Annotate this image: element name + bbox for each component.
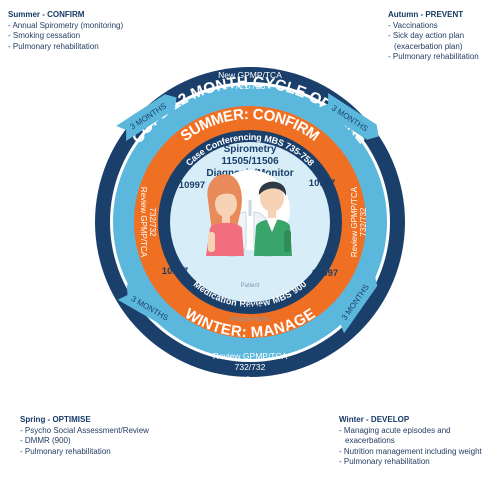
summer-note-item: - Pulmonary rehabilitation — [8, 41, 99, 51]
spring-label: SPRING: MAINTAIN — [29, 157, 63, 288]
autumn-note-item: - Vaccinations — [388, 20, 438, 30]
orange-top-line1: New GPMP/TCA — [218, 70, 282, 80]
winter-notes-title: Winter - DEVELOP — [339, 415, 410, 424]
orange-bottom-line2: 732/732 — [235, 362, 266, 372]
autumn-note-item: (exacerbation plan) — [394, 41, 463, 51]
autumn-note-item: - Pulmonary rehabilitation — [388, 52, 479, 61]
orange-left-line1: Review GPMP/TCA — [139, 187, 148, 258]
spring-notes-title: Spring - OPTIMISE — [20, 415, 91, 424]
autumn-note-item: - Sick day action plan — [388, 31, 465, 40]
code-label: 10997 — [312, 268, 338, 279]
spring-notes: Spring - OPTIMISE - Psycho Social Assess… — [20, 415, 149, 457]
orange-right-line2: 732/732 — [359, 207, 368, 236]
autumn-notes-title: Autumn - PREVENT — [388, 10, 464, 19]
spirometry-label: Spirometry — [224, 144, 277, 155]
autumn-label: AUTUMN: PREVENTION — [428, 144, 471, 301]
spring-note-item: - Psycho Social Assessment/Review — [20, 425, 149, 435]
winter-note-item: - Managing acute episodes and — [339, 425, 451, 435]
winter-notes: Winter - DEVELOP - Managing acute episod… — [339, 415, 482, 468]
winter-note-item: - Nutrition management including weight — [339, 446, 482, 456]
code-label: 10997 — [237, 303, 263, 314]
general-practitioner-label: General Practitioner — [221, 376, 280, 383]
patient-label: Patient — [241, 283, 260, 289]
summer-notes-title: Summer - CONFIRM — [8, 10, 85, 19]
summer-note-item: - Smoking cessation — [8, 31, 81, 40]
autumn-notes: Autumn - PREVENT - Vaccinations - Sick d… — [388, 10, 479, 63]
summer-notes: Summer - CONFIRM - Annual Spirometry (mo… — [8, 10, 123, 52]
orange-top-line2: 721/723 — [235, 81, 266, 91]
code-label: 10997 — [162, 266, 188, 277]
practice-nurse-label: Practice Nurse — [230, 317, 270, 323]
man-figure — [254, 181, 292, 256]
woman-figure — [206, 174, 244, 256]
winter-note-item: - Pulmonary rehabilitation — [339, 457, 430, 466]
winter-note-item: exacerbations — [345, 436, 395, 445]
orange-right-line1: Review GPMP/TCA — [350, 186, 359, 257]
spring-note-item: - Pulmonary rehabilitation — [20, 446, 111, 456]
spring-note-item: - DMMR (900) — [20, 436, 71, 445]
code-label: 10997 — [309, 178, 335, 189]
orange-left-line2: 732/732 — [148, 208, 157, 237]
code-label: 10997 — [179, 180, 205, 191]
summer-note-item: - Annual Spirometry (monitoring) — [8, 20, 124, 30]
patient-illustration — [206, 170, 292, 257]
spirometry-codes: 11505/11506 — [221, 156, 279, 167]
orange-bottom-line1: Review GPMP/TCA — [213, 351, 288, 361]
